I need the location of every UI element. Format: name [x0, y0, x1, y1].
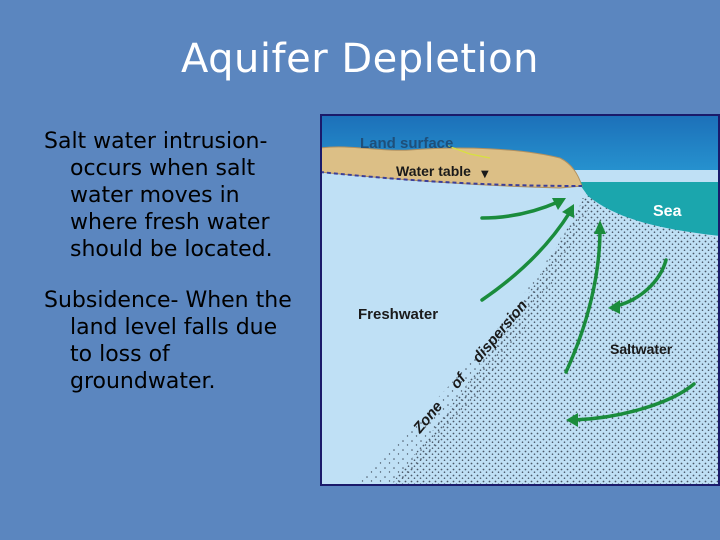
bullet-list: Salt water intrusion-occurs when salt wa… — [44, 128, 300, 419]
arrow-dispersion-inner — [564, 228, 602, 374]
arrowhead-2 — [562, 204, 574, 218]
diagram-border — [320, 114, 720, 486]
arrowhead-1 — [552, 198, 566, 210]
slide-title: Aquifer Depletion — [180, 36, 539, 82]
label-freshwater: Freshwater — [358, 306, 438, 323]
water-table-line — [322, 171, 583, 187]
label-saltwater: Saltwater — [610, 341, 673, 357]
water-table-marker-icon: ▼ — [481, 169, 489, 180]
label-sea: Sea — [653, 203, 682, 220]
sea-area — [578, 182, 718, 236]
arrow-fresh-upper — [480, 200, 560, 220]
arrowhead-3 — [594, 220, 606, 234]
label-water-table: Water table — [396, 163, 471, 179]
dispersion-zone — [352, 198, 592, 484]
arrowhead-4 — [608, 300, 620, 314]
arrow-fresh-lower — [480, 210, 572, 302]
arrow-salt-upper — [614, 258, 668, 308]
aquifer-diagram: Land surface Water table ▼ Sea Freshwate… — [320, 114, 720, 486]
bullet-subsidence: Subsidence- When the land level falls du… — [44, 288, 292, 394]
bullet-salt-water-intrusion: Salt water intrusion-occurs when salt wa… — [44, 129, 273, 262]
label-land-surface: Land surface — [360, 135, 453, 152]
land-surface-leader — [447, 145, 491, 159]
flow-arrows — [480, 200, 696, 422]
arrowhead-5 — [566, 413, 578, 427]
arrow-salt-lower — [572, 382, 696, 422]
arrow-heads — [552, 198, 620, 427]
